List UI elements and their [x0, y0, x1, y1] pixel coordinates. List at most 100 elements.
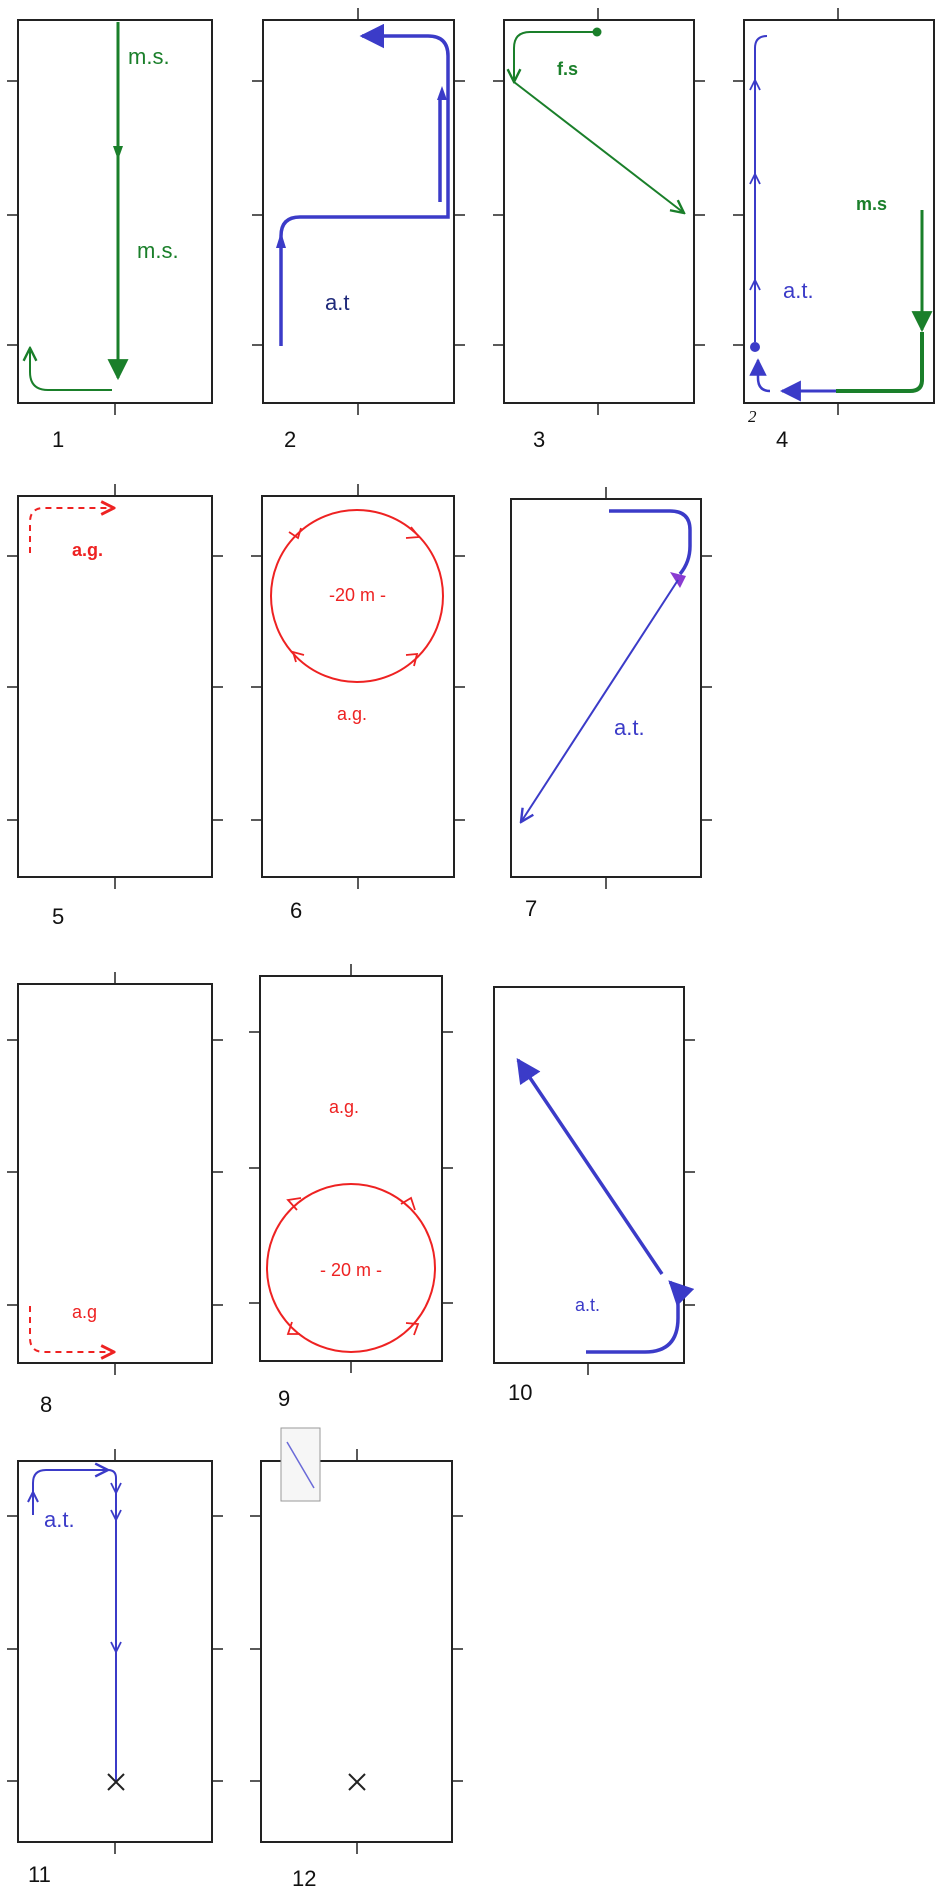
halt-cross-icon — [107, 1773, 125, 1791]
figure-12: 12 — [250, 1427, 463, 1891]
arena-outline — [743, 19, 935, 404]
figure-number: 10 — [508, 1380, 532, 1405]
figure-10: a.t. 10 — [493, 986, 695, 1405]
route-line — [836, 332, 924, 393]
figure-label: a.t. — [575, 1295, 600, 1315]
figure-label: a.g. — [72, 540, 103, 560]
figure-5: a.g. 5 — [7, 484, 223, 929]
direction-arrow — [437, 86, 447, 100]
turn-path — [514, 31, 597, 82]
route-line — [107, 1469, 117, 1782]
figure-label: f.s — [557, 59, 578, 79]
direction-arrow — [27, 1489, 39, 1503]
turn-path — [30, 348, 112, 391]
figure-11: a.t. 11 — [7, 1449, 223, 1887]
figure-number: 11 — [28, 1862, 51, 1887]
arena-ticks — [605, 487, 712, 889]
direction-arrow — [276, 232, 286, 248]
figure-label: a.t. — [614, 715, 645, 740]
figure-number: 8 — [40, 1392, 52, 1417]
arena-ticks — [7, 972, 223, 1375]
direction-arrow — [405, 1322, 420, 1336]
arena-ticks — [7, 484, 223, 889]
route-line — [754, 35, 768, 342]
arena-outline — [259, 975, 443, 1362]
direction-arrow — [110, 1509, 122, 1523]
start-dot — [750, 342, 760, 352]
direction-arrow — [110, 1482, 122, 1496]
arena-outline — [493, 986, 685, 1364]
direction-arrow — [110, 1641, 122, 1655]
circle-path — [270, 509, 444, 683]
figure-label: m.s — [856, 194, 887, 214]
arena-ticks — [251, 484, 465, 889]
direction-arrow — [749, 277, 761, 291]
figure-label: a.g. — [329, 1097, 359, 1117]
figure-number: 5 — [52, 904, 64, 929]
arena-ticks — [7, 1449, 223, 1854]
turn-path — [609, 509, 692, 576]
turn-path — [32, 1470, 108, 1515]
figure-label: -20 m - — [329, 585, 386, 605]
figure-label: m.s. — [128, 44, 170, 69]
arena-outline — [17, 983, 213, 1364]
arena-outline — [261, 495, 455, 878]
arena-outline — [503, 19, 695, 404]
halt-cross-icon — [348, 1773, 366, 1791]
direction-arrow — [405, 526, 421, 539]
arena-ticks — [7, 80, 116, 415]
direction-arrow — [749, 171, 761, 185]
circle-path — [266, 1183, 436, 1353]
figure-label: - 20 m - — [320, 1260, 382, 1280]
direction-arrow — [113, 146, 123, 160]
arena-ticks — [493, 8, 705, 415]
figure-number: 1 — [52, 427, 64, 452]
direction-arrow — [400, 1196, 416, 1211]
figure-number: 9 — [278, 1386, 290, 1411]
arena-ticks — [733, 8, 839, 415]
figure-1: m.s. m.s. 1 — [7, 19, 213, 452]
figure-number: 6 — [290, 898, 302, 923]
arena-outline — [260, 1460, 453, 1843]
figure-label: a.g — [72, 1302, 97, 1322]
figure-7: a.t. 7 — [510, 487, 712, 921]
arena-ticks — [250, 1449, 463, 1854]
figure-3: f.s 3 — [493, 8, 705, 452]
figure-8: a.g 8 — [7, 972, 223, 1417]
arena-ticks — [252, 8, 465, 415]
route-line — [521, 579, 679, 822]
route-line — [279, 23, 450, 346]
arena-ticks — [249, 964, 453, 1373]
figure-number: 7 — [525, 896, 537, 921]
arena-outline — [17, 19, 213, 404]
route-line — [516, 1057, 664, 1275]
arena-outline — [262, 19, 455, 404]
arena-outline — [17, 495, 213, 878]
direction-arrow — [288, 527, 302, 540]
figure-9: a.g. - 20 m - 9 — [249, 964, 453, 1411]
route-line — [513, 81, 684, 213]
corner-mark: 2 — [748, 407, 757, 426]
direction-arrow — [405, 652, 419, 667]
figure-label: a.t. — [783, 278, 814, 303]
figure-4: m.s a.t. 2 4 — [733, 8, 935, 452]
figure-number: 4 — [776, 427, 788, 452]
direction-arrow — [286, 1321, 300, 1335]
figure-number: 3 — [533, 427, 545, 452]
direction-arrow — [749, 77, 761, 91]
figure-2: a.t 2 — [252, 8, 465, 452]
turn-path — [749, 358, 771, 393]
figure-number: 12 — [292, 1866, 316, 1891]
arena-outline — [510, 498, 702, 878]
figure-label: a.t — [325, 290, 349, 315]
figure-label: m.s. — [137, 238, 179, 263]
direction-arrow — [291, 650, 305, 663]
direction-arrow — [286, 1197, 302, 1211]
figure-6: -20 m - a.g. 6 — [251, 484, 465, 923]
turn-path — [586, 1280, 695, 1354]
thumbnail-image — [280, 1427, 321, 1502]
figure-number: 2 — [284, 427, 296, 452]
figure-label: a.g. — [337, 704, 367, 724]
figure-label: a.t. — [44, 1507, 75, 1532]
